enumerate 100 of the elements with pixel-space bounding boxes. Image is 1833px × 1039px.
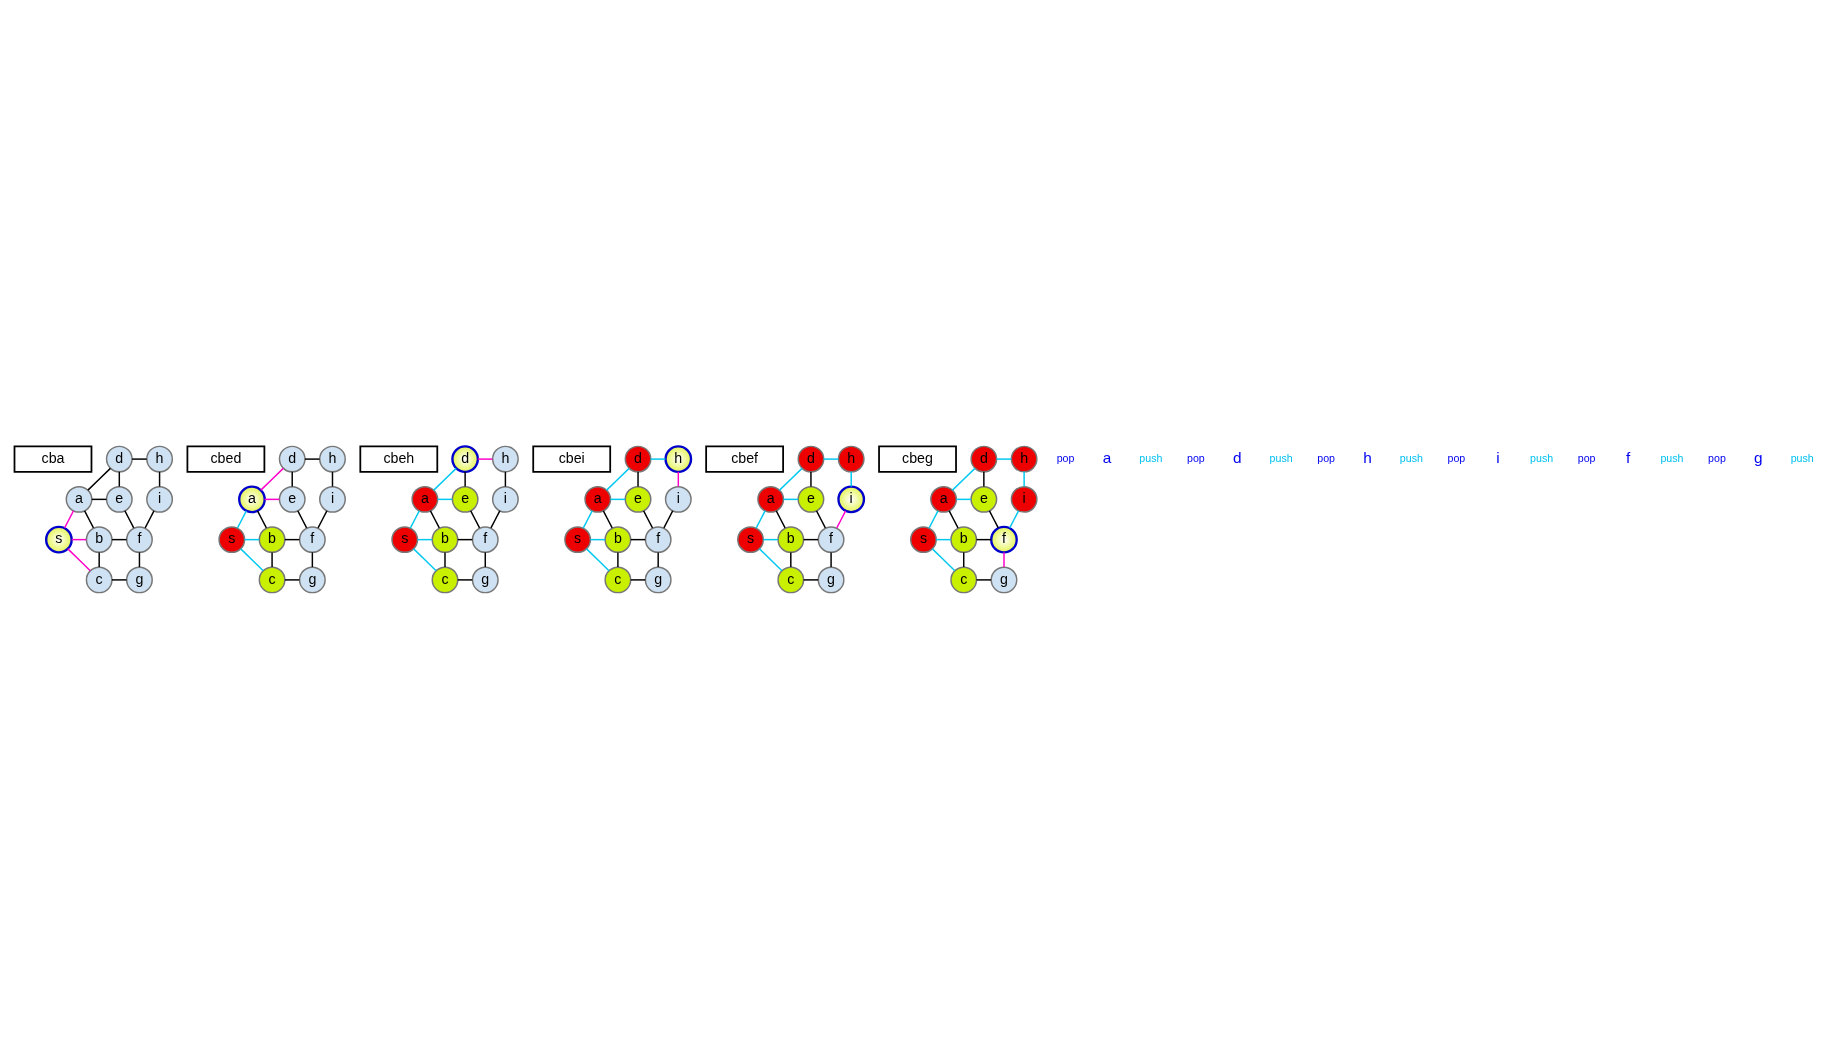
connector: [464, 471, 466, 488]
node-circle: f: [817, 526, 845, 554]
connector: [284, 579, 301, 581]
node-box: cbeh: [359, 445, 439, 473]
connector: [850, 471, 852, 488]
connector: [755, 510, 766, 529]
node-circle: e: [797, 485, 825, 513]
node-circle: f: [298, 526, 326, 554]
label: push: [1790, 451, 1814, 464]
connector: [63, 510, 75, 529]
node-circle: f: [644, 526, 672, 554]
node-circle: h: [664, 445, 693, 473]
connector: [240, 548, 264, 572]
connector: [830, 551, 832, 568]
node-circle: h: [146, 445, 174, 473]
connector: [457, 579, 474, 581]
node-circle: i: [319, 485, 346, 513]
connector: [409, 510, 420, 529]
node-circle: i: [1010, 485, 1038, 513]
connector: [271, 551, 273, 568]
node-box: cbeg: [878, 445, 957, 473]
node-circle: s: [391, 526, 419, 554]
node-box: cba: [13, 445, 93, 473]
connector: [822, 458, 840, 460]
node-circle: g: [817, 566, 845, 594]
connector: [642, 510, 654, 529]
node-circle: h: [319, 445, 346, 473]
label: pop: [1447, 451, 1466, 464]
node-circle: c: [604, 566, 632, 594]
connector: [1008, 510, 1020, 529]
connector: [657, 551, 659, 568]
node-circle: d: [451, 445, 480, 473]
connector: [617, 551, 619, 568]
label: h: [1363, 448, 1372, 466]
connector: [951, 467, 976, 491]
node-circle: c: [431, 566, 459, 594]
node-circle: c: [950, 566, 978, 594]
label: i: [1496, 448, 1500, 466]
node-circle: d: [278, 445, 306, 473]
connector: [995, 458, 1012, 460]
node-circle: a: [584, 485, 612, 513]
connector: [144, 510, 155, 529]
node-circle: f: [990, 525, 1018, 554]
node-circle: b: [431, 526, 459, 554]
label: pop: [1708, 451, 1726, 464]
connector: [928, 510, 939, 529]
connector: [815, 510, 827, 529]
connector: [131, 458, 148, 460]
node-circle: i: [146, 485, 174, 513]
connector: [790, 551, 792, 568]
label: pop: [1317, 451, 1336, 464]
node-box: cbei: [532, 445, 612, 473]
node-circle: d: [970, 445, 998, 473]
label: push: [1269, 451, 1293, 464]
node-circle: i: [491, 485, 519, 513]
node-box: cbed: [186, 445, 266, 473]
node-circle: g: [644, 566, 672, 594]
node-circle: d: [105, 445, 133, 473]
connector: [98, 551, 100, 568]
node-circle: i: [837, 485, 866, 514]
node-circle: b: [950, 526, 978, 554]
connector: [444, 551, 446, 568]
connector: [975, 579, 992, 581]
connector: [983, 471, 985, 488]
label: pop: [1056, 451, 1075, 464]
connector: [429, 510, 440, 529]
connector: [256, 510, 268, 529]
node-circle: a: [757, 485, 785, 513]
node-circle: s: [218, 526, 246, 554]
connector: [111, 579, 128, 581]
label: push: [1530, 451, 1554, 464]
node-circle: e: [970, 485, 998, 513]
connector: [602, 510, 613, 529]
node-circle: h: [1010, 445, 1038, 473]
connector: [260, 467, 284, 491]
connector: [124, 510, 135, 529]
connector: [650, 458, 667, 460]
connector: [67, 548, 91, 572]
connector: [802, 579, 819, 581]
connector: [87, 467, 112, 491]
node-circle: a: [65, 485, 93, 513]
node-box: cbef: [705, 445, 784, 473]
node-circle: g: [471, 566, 499, 594]
label: f: [1625, 448, 1631, 466]
node-circle: h: [837, 445, 865, 473]
label: pop: [1186, 451, 1205, 464]
node-circle: c: [85, 566, 113, 594]
connector: [317, 510, 328, 529]
connector: [433, 467, 457, 491]
connector: [931, 548, 956, 572]
node-circle: g: [298, 566, 326, 594]
connector: [585, 548, 610, 572]
connector: [490, 510, 501, 529]
label: push: [1399, 451, 1423, 464]
node-circle: b: [777, 526, 805, 554]
connector: [1023, 471, 1025, 488]
connector: [778, 467, 803, 491]
node-circle: f: [125, 526, 153, 554]
node-circle: c: [258, 566, 286, 594]
node-circle: c: [777, 566, 805, 594]
